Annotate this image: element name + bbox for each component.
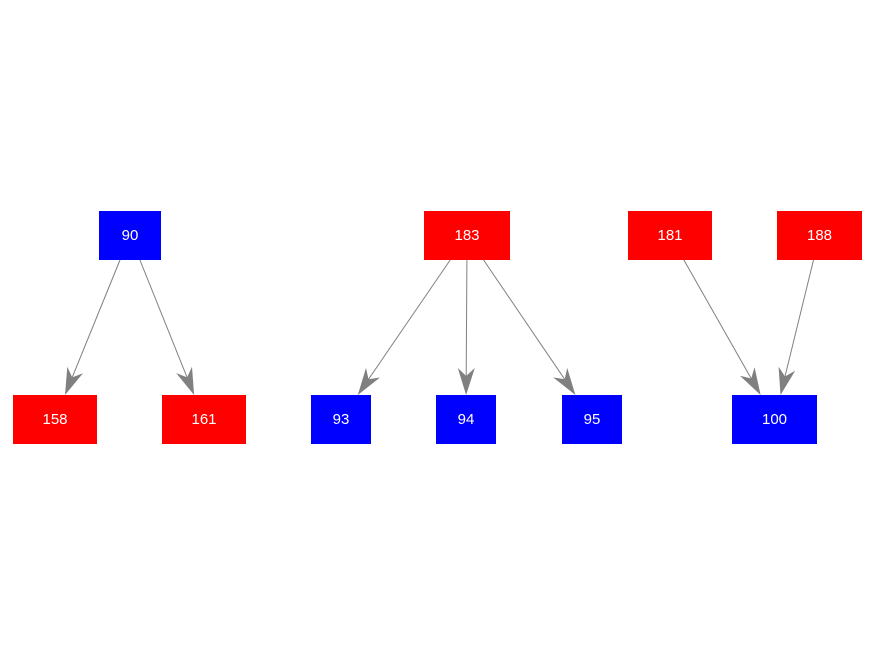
edge-90-161-arrowhead-icon	[176, 366, 195, 395]
graph-node-90: 90	[99, 211, 161, 260]
edge-90-161-line	[139, 259, 188, 378]
graph-node-188: 188	[777, 211, 862, 260]
edge-183-93-arrowhead-icon	[357, 367, 380, 395]
edge-183-94-line	[465, 259, 468, 377]
edge-188-100-line	[784, 259, 814, 377]
edge-183-95-arrowhead-icon	[553, 367, 576, 395]
graph-node-94: 94	[436, 395, 496, 444]
graph-node-100: 100	[732, 395, 817, 444]
edge-183-93-line	[368, 259, 451, 380]
edge-183-94-arrowhead-icon	[457, 368, 475, 395]
edge-90-158-arrowhead-icon	[65, 366, 83, 395]
edge-188-100-arrowhead-icon	[778, 366, 796, 395]
edge-181-100-arrowhead-icon	[739, 367, 761, 395]
graph-node-93: 93	[311, 395, 371, 444]
graph-node-158: 158	[13, 395, 97, 444]
edge-181-100-line	[683, 259, 752, 379]
edge-90-158-line	[71, 259, 121, 378]
graph-node-95: 95	[562, 395, 622, 444]
graph-node-161: 161	[162, 395, 246, 444]
edge-183-95-line	[483, 259, 566, 380]
graph-node-183: 183	[424, 211, 510, 260]
graph-node-181: 181	[628, 211, 712, 260]
